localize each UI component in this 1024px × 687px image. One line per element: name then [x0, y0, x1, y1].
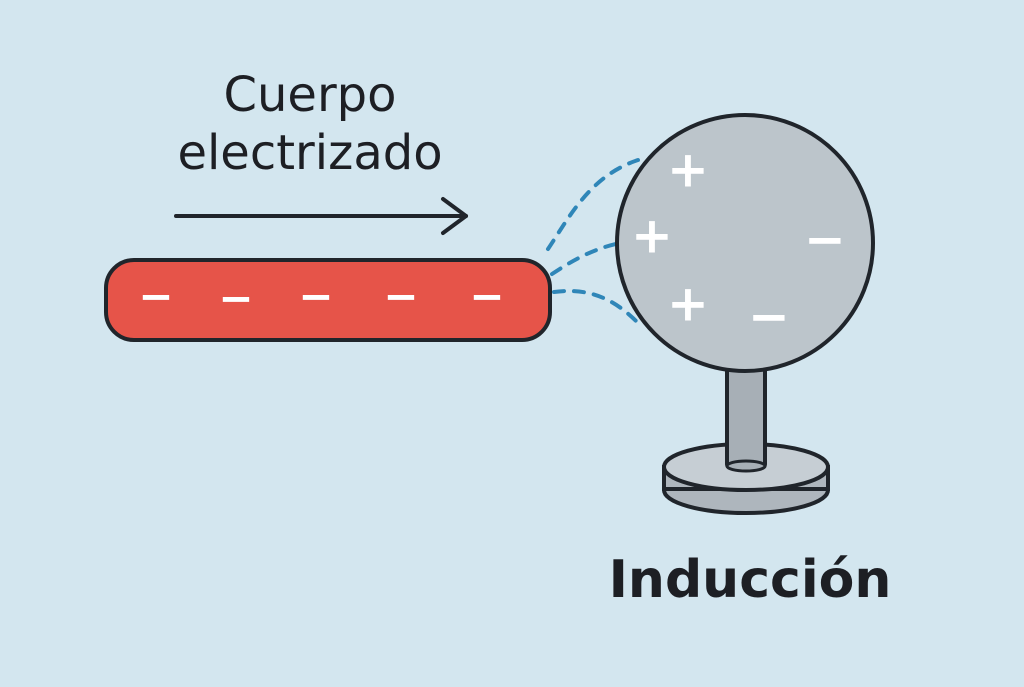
field-line-bottom: [552, 289, 642, 327]
charged-rod: −−−−−: [104, 258, 552, 342]
rod-charge-minus: −: [138, 272, 173, 321]
sphere-charges: +++−−: [631, 141, 846, 346]
stand-post-top: [725, 459, 767, 473]
sphere-charge-plus: +: [667, 275, 709, 333]
rod-charge-minus: −: [298, 272, 333, 321]
rod-charges: −−−−−: [138, 272, 504, 323]
sphere-body: [615, 113, 875, 373]
charged-body-label: Cuerpo electrizado: [150, 66, 470, 182]
sphere-charge-minus: −: [748, 288, 790, 346]
charged-body-label-line-2: electrizado: [177, 125, 443, 181]
motion-arrow: [174, 197, 468, 235]
sphere-charge-plus: +: [631, 207, 673, 265]
sphere-charge-minus: −: [804, 211, 846, 269]
stand-post: [725, 356, 767, 470]
induction-label: Inducción: [608, 550, 892, 610]
stand: [662, 356, 830, 515]
rod-charge-minus: −: [218, 274, 253, 323]
rod-charge-minus: −: [383, 272, 418, 321]
sphere-charge-plus: +: [667, 141, 709, 199]
field-line-top: [546, 158, 640, 251]
rod-charge-minus: −: [469, 272, 504, 321]
rod-body: [104, 258, 552, 342]
charged-body-label-line-1: Cuerpo: [223, 67, 397, 123]
conductive-sphere: +++−−: [615, 113, 875, 373]
